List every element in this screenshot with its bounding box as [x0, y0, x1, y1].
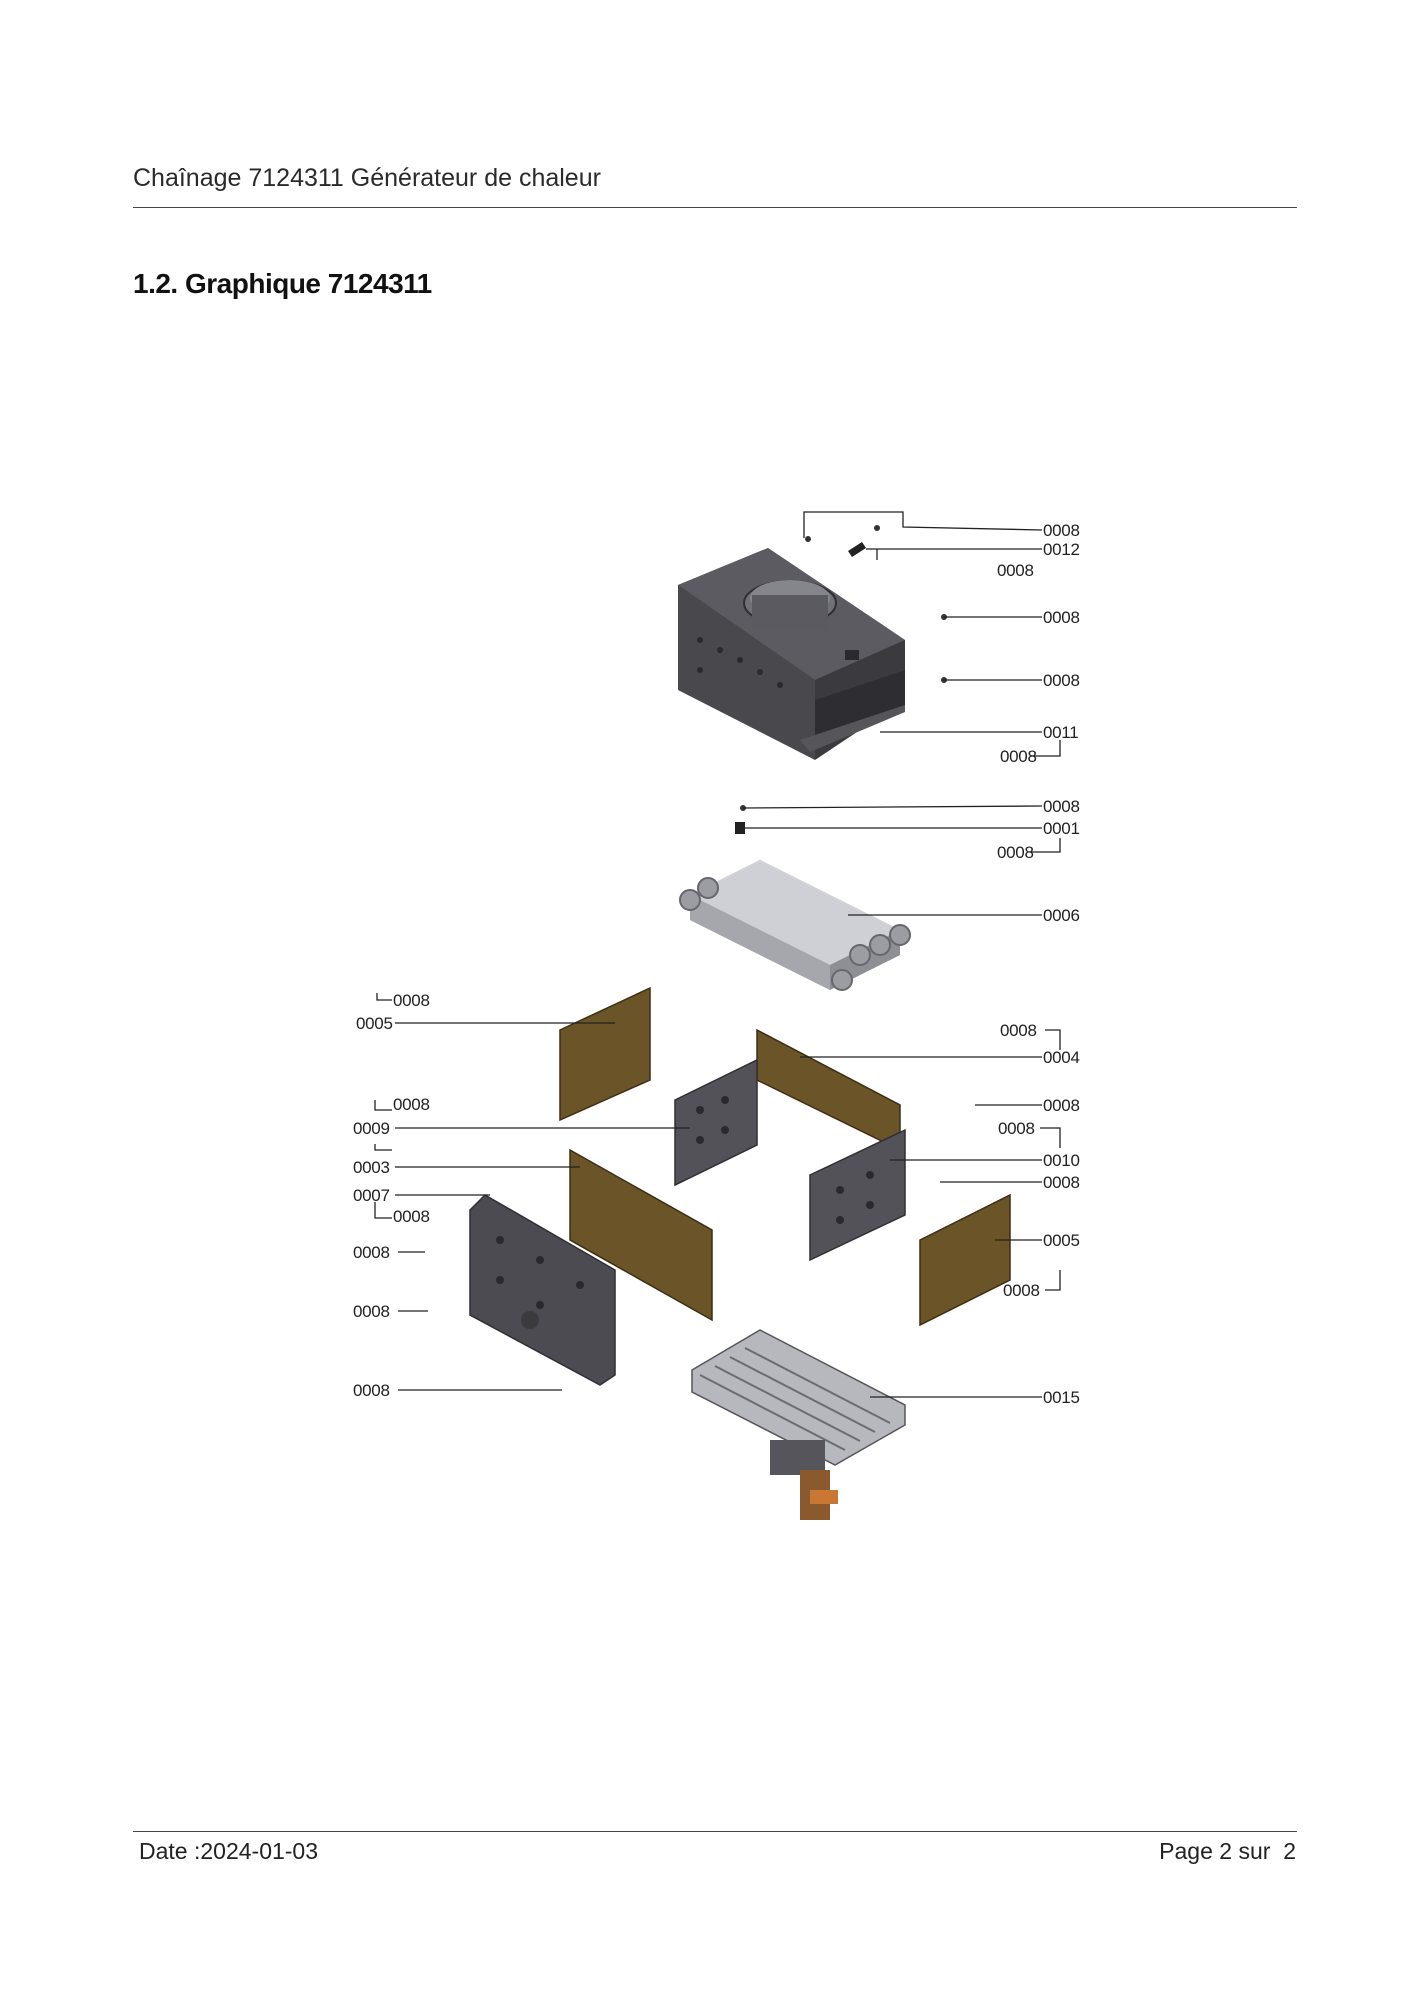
- callout-label: 0008: [1043, 671, 1080, 690]
- callout-label: 0015: [1043, 1388, 1080, 1407]
- callout-label: 0005: [356, 1014, 393, 1033]
- callout-label: 0012: [1043, 540, 1080, 559]
- callout-label: 0001: [1043, 819, 1080, 838]
- leader-lines: [374, 511, 1061, 1398]
- callout-label: 0008: [393, 1095, 430, 1114]
- callout-label: 0010: [1043, 1151, 1080, 1170]
- document-header-title: Chaînage 7124311 Générateur de chaleur: [133, 164, 601, 192]
- callout-label: 0008: [998, 1119, 1035, 1138]
- casing-assembly: [678, 548, 905, 760]
- callout-label: 0008: [997, 843, 1034, 862]
- callout-labels: 0008 0012 0008 0008 0008 0011 0008 0008 …: [353, 521, 1080, 1407]
- callout-label: 0008: [1043, 1096, 1080, 1115]
- callout-label: 0005: [1043, 1231, 1080, 1250]
- page-total: 2: [1283, 1838, 1296, 1864]
- callout-label: 0007: [353, 1186, 390, 1205]
- burner-assembly: [691, 1329, 906, 1520]
- callout-label: 0011: [1043, 723, 1078, 742]
- callout-label: 0008: [1043, 521, 1080, 540]
- callout-label: 0008: [1043, 608, 1080, 627]
- callout-label: 0008: [353, 1302, 390, 1321]
- callout-label: 0008: [393, 1207, 430, 1226]
- heat-exchanger: [679, 860, 911, 991]
- callout-label: 0009: [353, 1119, 390, 1138]
- header-divider: [133, 207, 1297, 208]
- callout-label: 0008: [393, 991, 430, 1010]
- footer-page-number: Page 2 sur 2: [1159, 1838, 1296, 1865]
- callout-label: 0008: [1043, 1173, 1080, 1192]
- callout-label: 0003: [353, 1158, 390, 1177]
- callout-label: 0008: [997, 561, 1034, 580]
- callout-label: 0008: [1043, 797, 1080, 816]
- footer-divider: [133, 1831, 1297, 1832]
- insulation-panels: [559, 986, 1011, 1327]
- callout-label: 0008: [1000, 747, 1037, 766]
- callout-label: 0008: [1000, 1021, 1037, 1040]
- callout-label: 0008: [353, 1381, 390, 1400]
- callout-label: 0008: [1003, 1281, 1040, 1300]
- footer-date: Date :2024-01-03: [139, 1838, 319, 1864]
- callout-label: 0008: [353, 1243, 390, 1262]
- callout-label: 0006: [1043, 906, 1080, 925]
- page-label: Page 2 sur: [1159, 1838, 1271, 1864]
- section-title: 1.2. Graphique 7124311: [133, 268, 432, 299]
- callout-label: 0004: [1043, 1048, 1080, 1067]
